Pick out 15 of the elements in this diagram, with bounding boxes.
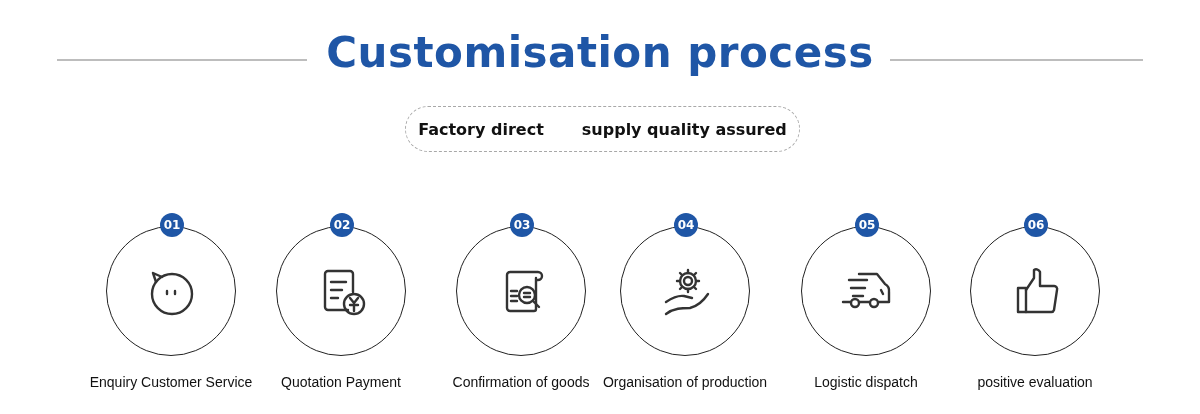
step-caption: Logistic dispatch [814,374,918,390]
step-number: 01 [160,213,184,237]
step-caption: positive evaluation [977,374,1093,390]
step-number: 06 [1024,213,1048,237]
step-number: 05 [855,213,879,237]
step-number: 02 [330,213,354,237]
page-title: Customisation process [326,28,874,77]
step-caption: Enquiry Customer Service [89,374,253,390]
step-caption: Quotation Payment [281,374,401,390]
tagline-text: Factory direct [418,119,544,139]
step-number: 03 [510,213,534,237]
step-number: 04 [674,213,698,237]
step-caption: Confirmation of goods [452,374,590,390]
tagline-text: supply quality assured [581,119,787,139]
step-caption: Organisation of production [602,374,768,390]
